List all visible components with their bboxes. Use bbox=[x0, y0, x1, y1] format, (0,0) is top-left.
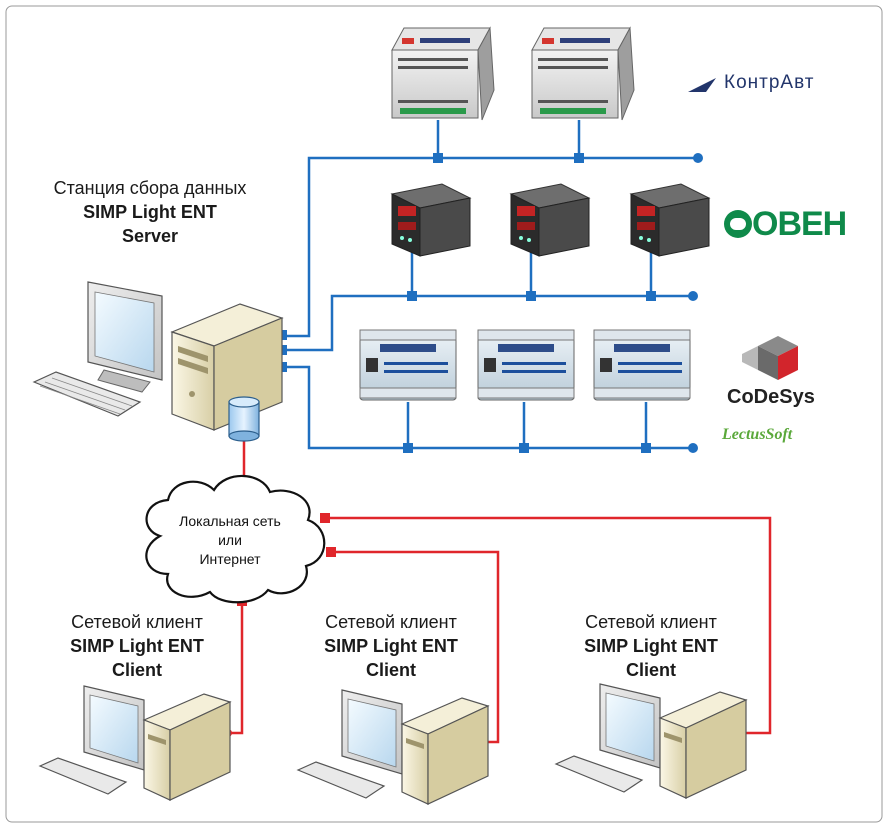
client-computer-icon bbox=[296, 689, 490, 805]
codesys-cube-icon bbox=[742, 336, 798, 380]
kontravt-logo-icon bbox=[688, 78, 722, 92]
frame-border bbox=[5, 5, 883, 823]
codesys-logo: CoDeSys bbox=[727, 386, 815, 409]
server-label-line2: SIMP Light ENT bbox=[83, 202, 217, 222]
client-label-line1: Сетевой клиент bbox=[71, 612, 203, 632]
client-label-line1: Сетевой клиент bbox=[325, 612, 457, 632]
client-computer-icon bbox=[554, 683, 748, 799]
client-label: Сетевой клиент SIMP Light ENT Client bbox=[544, 610, 758, 682]
network-label-line2: или bbox=[218, 532, 242, 548]
owen-logo-text: ОВЕН bbox=[752, 205, 847, 243]
lectussoft-logo: LectusSoft bbox=[722, 426, 792, 444]
owen-logo-mark-icon bbox=[724, 210, 752, 238]
client-label-line1: Сетевой клиент bbox=[585, 612, 717, 632]
network-label: Локальная сеть или Интернет bbox=[155, 512, 305, 569]
database-icon bbox=[228, 396, 260, 442]
plc-module-icon bbox=[359, 329, 457, 401]
din-rail-module-icon bbox=[391, 26, 495, 121]
client-label: Сетевой клиент SIMP Light ENT Client bbox=[284, 610, 498, 682]
panel-controller-icon bbox=[390, 183, 472, 257]
owen-logo: ОВЕН bbox=[722, 205, 847, 244]
plc-module-icon bbox=[477, 329, 575, 401]
client-label-line3: Client bbox=[625, 660, 676, 680]
field-bus-lines bbox=[284, 120, 698, 450]
kontravt-logo: КонтрАвт bbox=[688, 72, 814, 94]
server-label: Станция сбора данных SIMP Light ENT Serv… bbox=[20, 176, 280, 248]
client-label-line2: SIMP Light ENT bbox=[70, 636, 204, 656]
client-computer-icon bbox=[38, 685, 232, 801]
client-label-line2: SIMP Light ENT bbox=[584, 636, 718, 656]
network-lines bbox=[228, 440, 772, 744]
cloud-icon bbox=[145, 474, 326, 604]
lectussoft-logo-text: LectusSoft bbox=[722, 426, 793, 443]
kontravt-logo-text: КонтрАвт bbox=[724, 72, 815, 93]
client-label: Сетевой клиент SIMP Light ENT Client bbox=[30, 610, 244, 682]
plc-module-icon bbox=[593, 329, 691, 401]
client-label-line3: Client bbox=[365, 660, 416, 680]
server-label-line3: Server bbox=[121, 226, 179, 246]
server-label-line1: Станция сбора данных bbox=[53, 178, 247, 198]
network-label-line1: Локальная сеть bbox=[179, 513, 281, 529]
panel-controller-icon bbox=[509, 183, 591, 257]
codesys-logo-text: CoDeSys bbox=[727, 386, 815, 408]
network-label-line3: Интернет bbox=[199, 551, 261, 567]
din-rail-module-icon bbox=[531, 26, 635, 121]
panel-controller-icon bbox=[629, 183, 711, 257]
client-label-line2: SIMP Light ENT bbox=[324, 636, 458, 656]
client-label-line3: Client bbox=[111, 660, 162, 680]
